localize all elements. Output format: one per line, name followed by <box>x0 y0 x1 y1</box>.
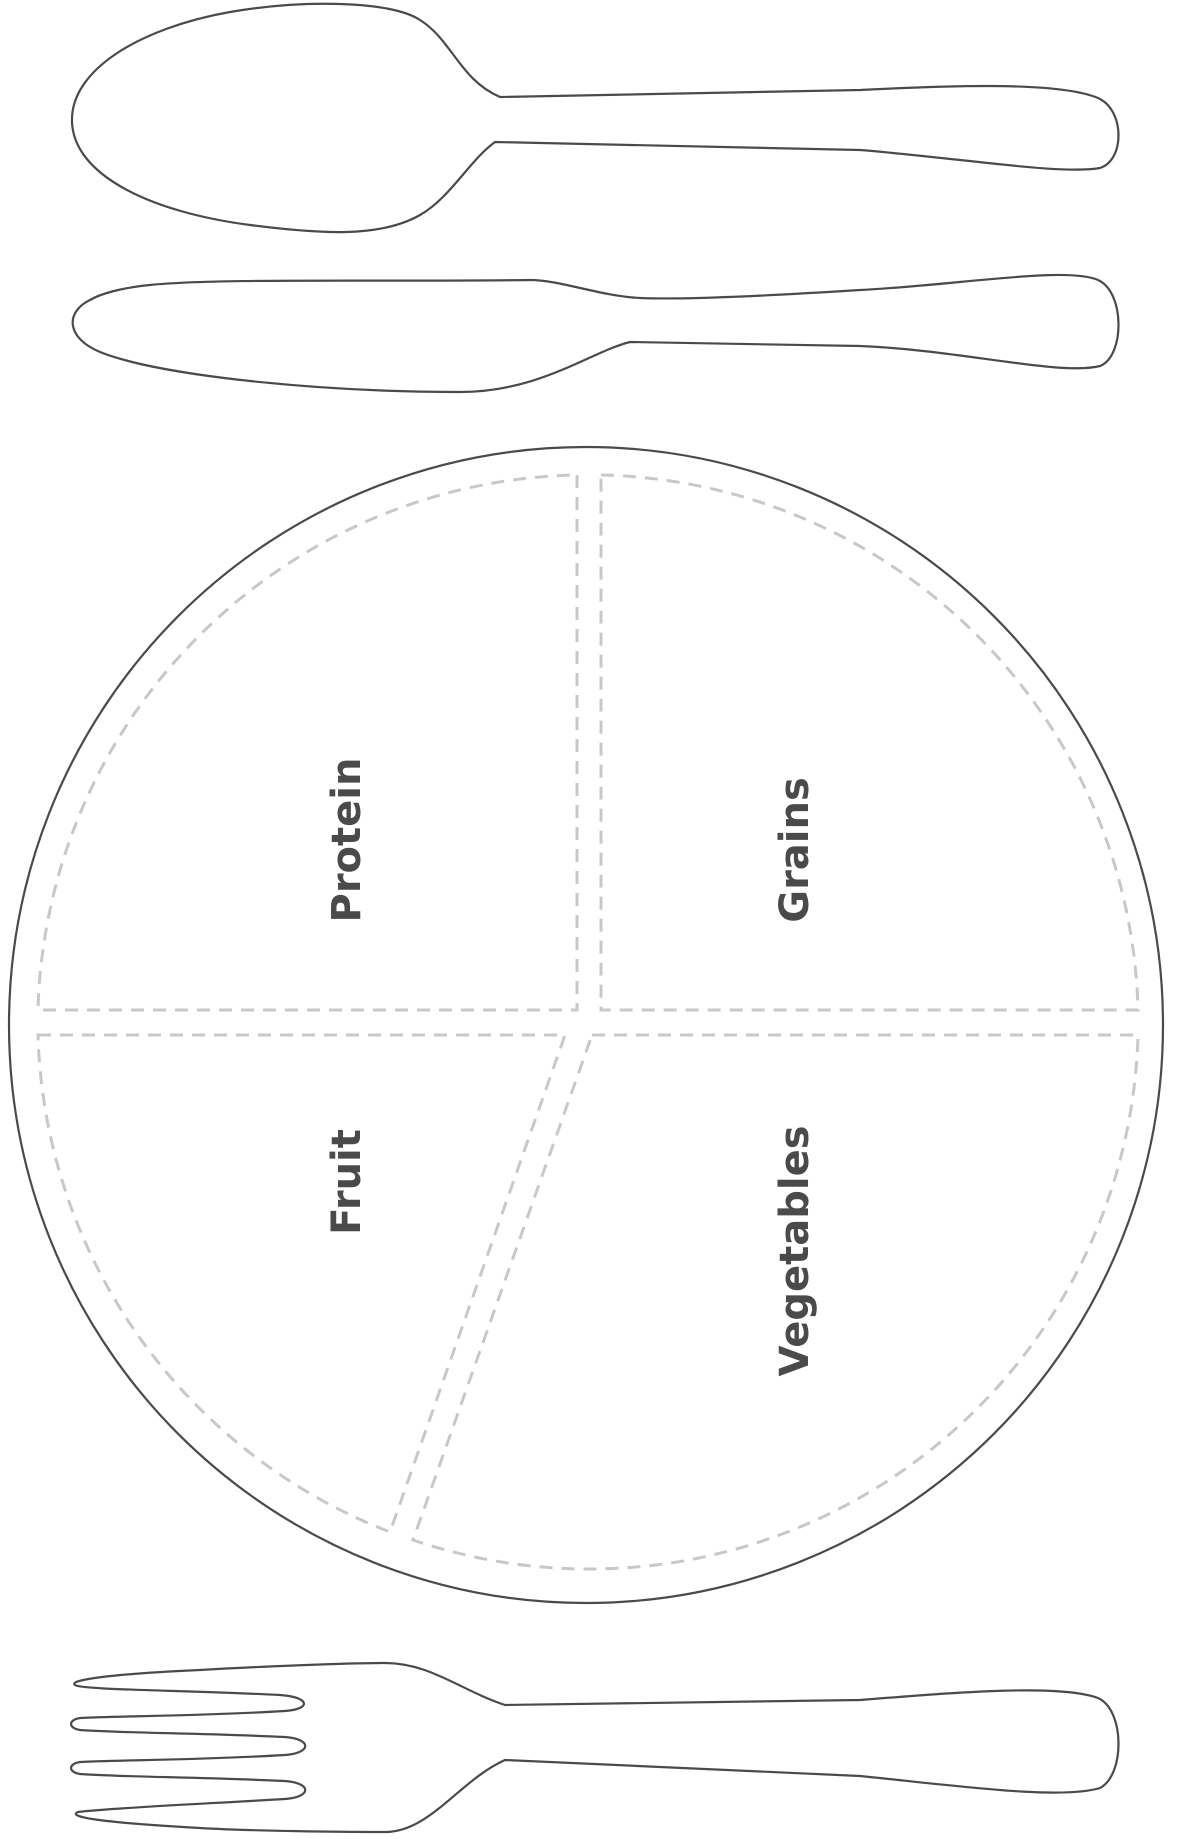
section-label-grains: Grains <box>772 777 818 923</box>
knife-icon <box>73 275 1119 392</box>
plate-rim <box>9 447 1163 1603</box>
section-label-protein: Protein <box>324 758 370 923</box>
fruit-section-border <box>38 1035 565 1532</box>
spoon-icon <box>72 4 1119 232</box>
section-label-fruit: Fruit <box>324 1129 370 1235</box>
fork-icon <box>71 1663 1119 1832</box>
grains-section-border <box>601 475 1138 1010</box>
section-label-vegetables: Vegetables <box>772 1125 818 1376</box>
protein-section-border <box>38 475 577 1010</box>
